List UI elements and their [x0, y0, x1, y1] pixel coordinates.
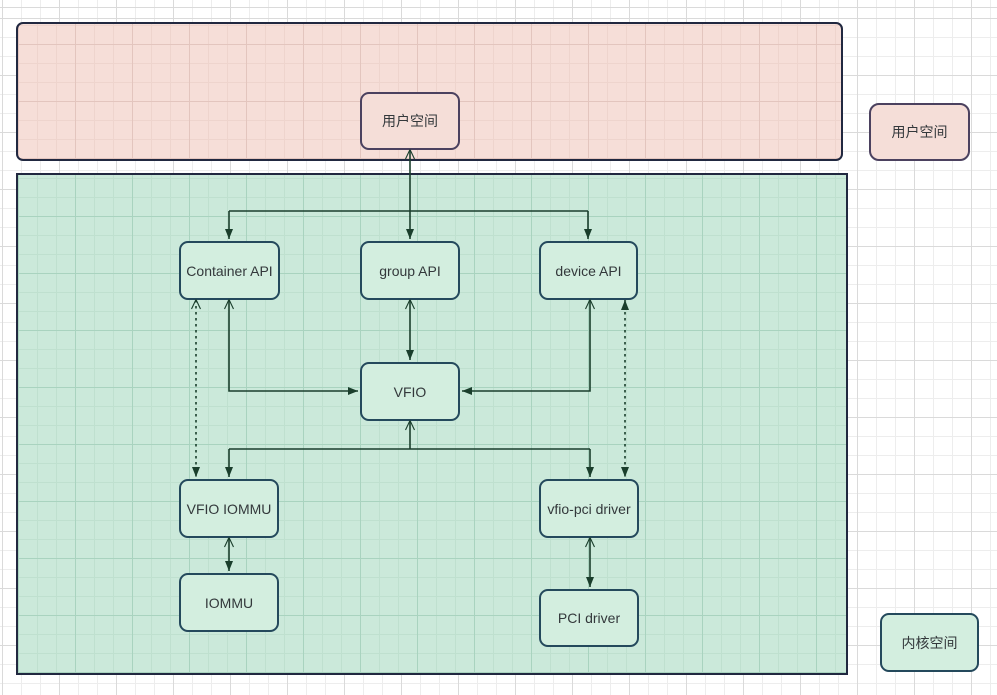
node-vfio-iommu[interactable]: VFIO IOMMU [179, 479, 279, 538]
node-kernel-space-right-label: 内核空间 [901, 634, 958, 651]
user-space-region[interactable] [16, 22, 843, 161]
node-iommu[interactable]: IOMMU [179, 573, 279, 632]
node-vfio[interactable]: VFIO [360, 362, 460, 421]
node-vfio-pci-driver[interactable]: vfio-pci driver [539, 479, 639, 538]
node-device-api[interactable]: device API [539, 241, 638, 300]
node-user-space-top-label: 用户空间 [382, 113, 438, 129]
node-user-space-right[interactable]: 用户空间 [869, 103, 970, 161]
node-user-space-top[interactable]: 用户空间 [360, 92, 460, 150]
node-iommu-label: IOMMU [204, 594, 254, 611]
node-group-api-label: group API [379, 262, 441, 279]
node-container-api-label: Container API [186, 262, 273, 279]
node-vfio-label: VFIO [393, 383, 427, 400]
node-kernel-space-right[interactable]: 内核空间 [880, 613, 979, 672]
node-pci-driver-label: PCI driver [557, 610, 621, 626]
node-vfio-pci-driver-label: vfio-pci driver [547, 500, 631, 517]
node-vfio-iommu-label: VFIO IOMMU [186, 500, 272, 517]
node-device-api-label: device API [555, 262, 622, 279]
node-pci-driver[interactable]: PCI driver [539, 589, 639, 647]
node-group-api[interactable]: group API [360, 241, 460, 300]
node-container-api[interactable]: Container API [179, 241, 280, 300]
node-user-space-right-label: 用户空间 [891, 124, 948, 140]
